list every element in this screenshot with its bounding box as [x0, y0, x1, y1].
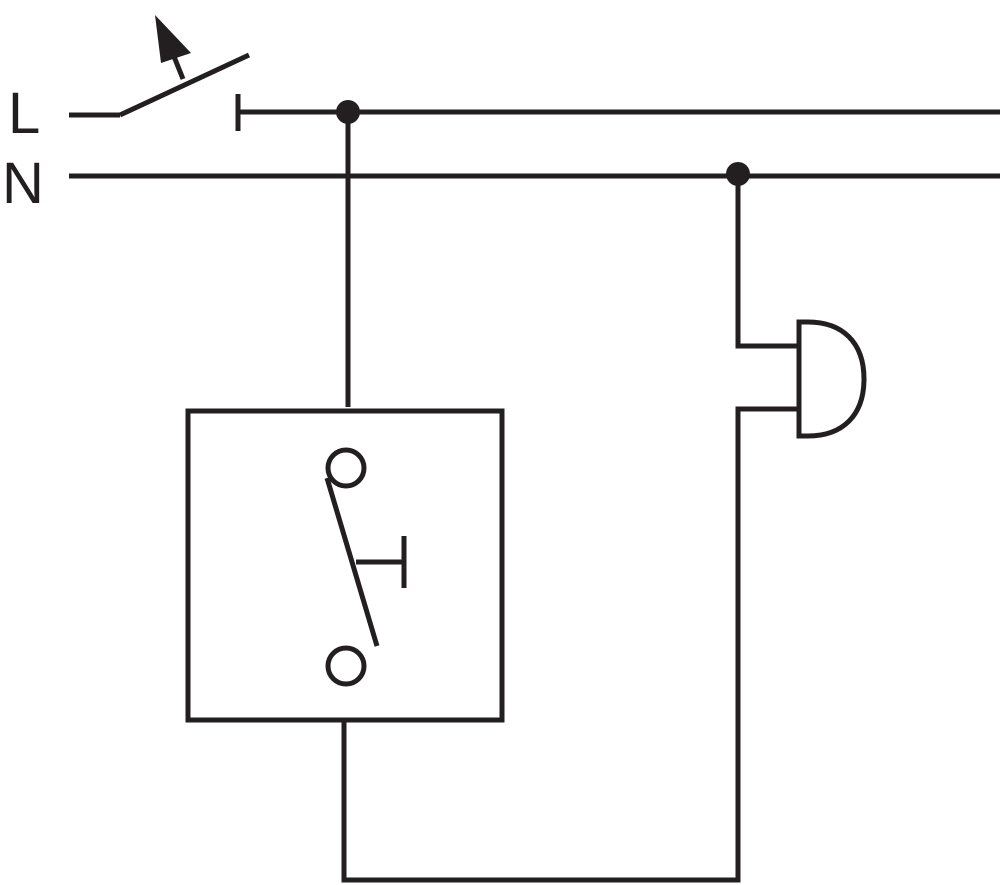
lower-terminal: [325, 645, 367, 687]
neutral-label: N: [2, 151, 44, 216]
bell-neutral-wire: [735, 174, 798, 349]
push-button-contact: [324, 477, 380, 647]
switch-blade: [118, 52, 251, 118]
line-label: L: [8, 81, 40, 146]
bell-return-wire: [341, 406, 798, 883]
push-button: [185, 408, 505, 723]
bell-icon: [796, 319, 867, 439]
upper-terminal: [325, 447, 367, 489]
main-switch: [69, 15, 251, 131]
arrow-icon: [155, 15, 191, 63]
